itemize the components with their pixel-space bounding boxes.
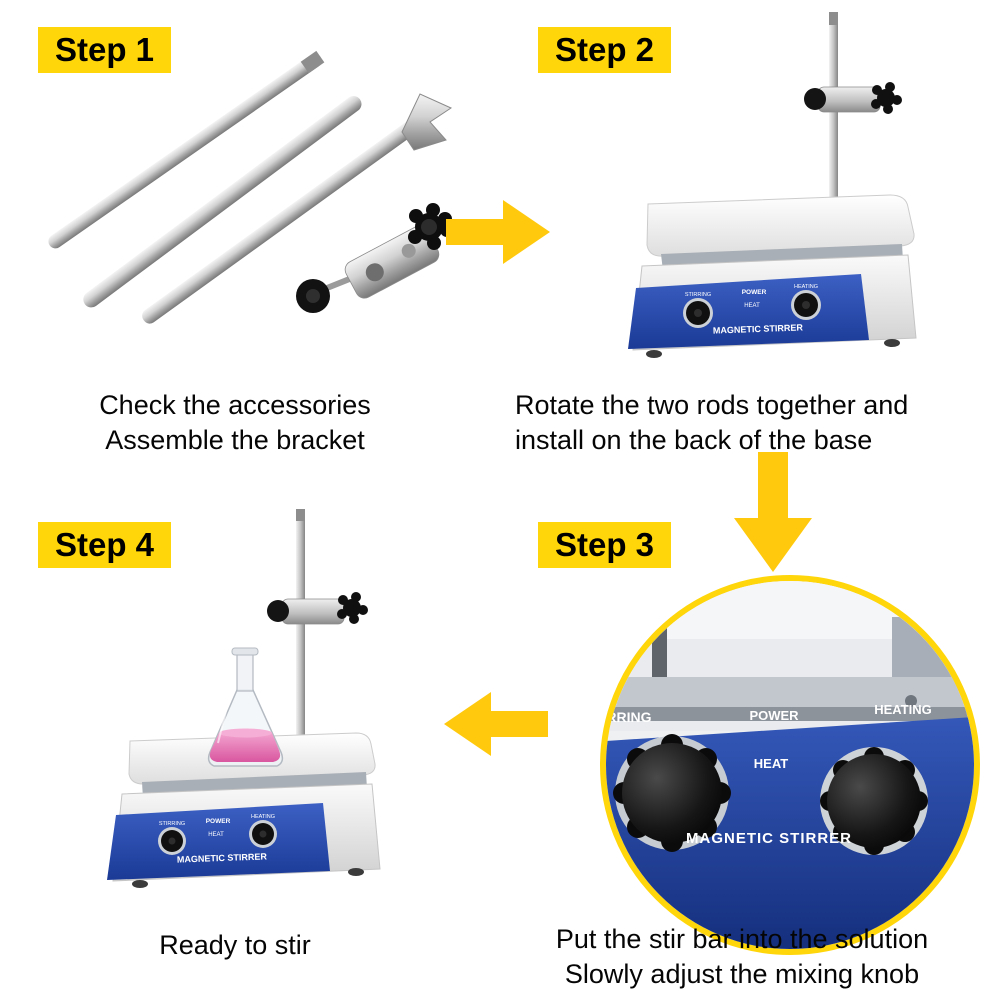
step1-caption: Check the accessories Assemble the brack… xyxy=(35,388,435,458)
step3-closeup: STIRRING POWER HEATING HEAT MAGNETIC STI… xyxy=(606,581,974,949)
erlenmeyer-flask xyxy=(207,647,284,767)
device-foot xyxy=(646,350,662,358)
brand-label: MAGNETIC STIRRER xyxy=(686,830,852,847)
power-label: POWER xyxy=(742,289,767,296)
stirring-label: STIRRING xyxy=(159,821,185,827)
clamp-jaw xyxy=(401,93,453,151)
device-foot xyxy=(132,880,148,888)
heating-label: HEATING xyxy=(251,814,275,820)
step3-zoom-circle: STIRRING POWER HEATING HEAT MAGNETIC STI… xyxy=(600,575,980,955)
step2-illustration: STIRRING POWER HEAT HEATING MAGNETIC STI… xyxy=(628,12,917,358)
arrow-left-icon xyxy=(444,692,548,756)
flask-neck xyxy=(236,652,254,692)
clamp-knob-small xyxy=(296,279,330,313)
rod-3 xyxy=(142,120,418,324)
step2-label: Step 2 xyxy=(538,27,672,73)
step1-caption-line1: Check the accessories xyxy=(99,390,371,420)
stirring-label: STIRRING xyxy=(606,709,652,725)
device-foot xyxy=(884,339,900,347)
heating-knob xyxy=(820,747,928,855)
step1-illustration xyxy=(48,50,454,324)
step3-caption-line2: Slowly adjust the mixing knob xyxy=(564,959,920,989)
rod-1 xyxy=(48,50,325,249)
boss-clamp xyxy=(296,203,454,313)
arrow-right-icon xyxy=(446,200,550,264)
flask-liquid xyxy=(209,733,281,762)
step4-illustration: STIRRING POWER HEAT HEATING MAGNETIC STI… xyxy=(107,509,381,888)
stand-rod xyxy=(296,509,305,771)
step4-caption-line1: Ready to stir xyxy=(159,930,311,960)
screw xyxy=(905,695,917,707)
heating-knob xyxy=(249,820,277,848)
plate-top-light xyxy=(606,581,974,639)
stand-rod xyxy=(829,12,838,242)
step1-caption-line2: Assemble the bracket xyxy=(105,425,365,455)
plate-shadow xyxy=(606,707,974,721)
plate-slot xyxy=(652,581,667,685)
heat-label: HEAT xyxy=(208,832,224,838)
stirrer-device: STIRRING POWER HEAT HEATING MAGNETIC STI… xyxy=(628,194,917,358)
clamp-star-knob xyxy=(337,592,368,624)
heating-label: HEATING xyxy=(874,702,932,717)
front-panel xyxy=(107,803,330,880)
flask-rim xyxy=(231,647,259,656)
heat-label: HEAT xyxy=(744,303,760,309)
boss-clamp xyxy=(804,82,902,114)
stirring-knob xyxy=(158,827,186,855)
step3-label: Step 3 xyxy=(538,522,672,568)
step2-caption-line2: install on the back of the base xyxy=(515,425,873,455)
rod-2 xyxy=(83,95,362,308)
step2-caption: Rotate the two rods together and install… xyxy=(515,388,985,458)
heating-label: HEATING xyxy=(794,284,818,290)
stirrer-device: STIRRING POWER HEAT HEATING MAGNETIC STI… xyxy=(107,732,381,888)
clamp-knob-large xyxy=(408,203,454,250)
stirring-knob xyxy=(683,298,713,328)
step2-caption-line1: Rotate the two rods together and xyxy=(515,390,909,420)
step3-caption: Put the stir bar into the solution Slowl… xyxy=(502,922,982,992)
step4-label: Step 4 xyxy=(38,522,172,568)
stirring-label: STIRRING xyxy=(685,292,711,298)
boss-clamp xyxy=(267,592,368,625)
top-plate xyxy=(646,194,915,257)
step3-caption-line1: Put the stir bar into the solution xyxy=(555,924,929,954)
step1-label: Step 1 xyxy=(38,27,172,73)
liquid-surface xyxy=(219,728,272,738)
clamp-star-knob xyxy=(871,82,902,114)
brand-label: MAGNETIC STIRRER xyxy=(177,851,268,864)
power-label: POWER xyxy=(749,708,799,723)
power-label: POWER xyxy=(206,818,231,825)
arrow-down-icon xyxy=(734,452,812,572)
step4-caption: Ready to stir xyxy=(55,928,415,963)
brand-label: MAGNETIC STIRRER xyxy=(713,322,804,335)
heat-label: HEAT xyxy=(754,756,788,771)
device-foot xyxy=(348,868,364,876)
stirring-knob xyxy=(613,734,731,852)
flask-highlight xyxy=(217,702,229,744)
heating-knob xyxy=(791,290,821,320)
